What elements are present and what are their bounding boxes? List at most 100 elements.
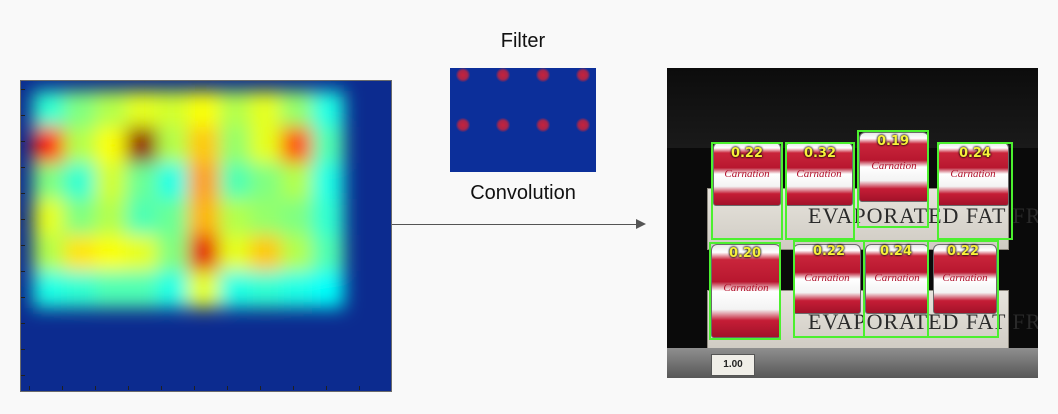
filter-dot xyxy=(496,118,510,132)
heatmap-cell xyxy=(157,271,189,308)
heatmap-cell xyxy=(281,199,313,236)
can-brand: Carnation xyxy=(796,167,842,180)
heatmap-cell xyxy=(33,163,65,200)
detection-score: 0.24 xyxy=(879,244,913,259)
heatmap-cell xyxy=(126,271,158,308)
heatmap-cell xyxy=(219,199,251,236)
can-brand: Carnation xyxy=(942,272,988,285)
detection-score: 0.32 xyxy=(803,146,837,161)
heatmap-cell xyxy=(188,91,220,128)
heatmap-cell xyxy=(64,91,96,128)
heatmap-cell xyxy=(95,235,127,272)
filter-dot xyxy=(456,118,470,132)
heatmap-cell xyxy=(188,199,220,236)
heatmap-cell xyxy=(188,235,220,272)
filter-dot xyxy=(496,68,510,82)
detection-box: 0.20 xyxy=(709,242,781,340)
heatmap-cell xyxy=(157,199,189,236)
axis-tick xyxy=(260,386,261,390)
heatmap-cell xyxy=(219,91,251,128)
detection-score: 0.22 xyxy=(946,244,980,259)
price-tag: 1.00 xyxy=(711,354,755,376)
heatmap-cell xyxy=(126,127,158,164)
axis-tick xyxy=(21,219,25,220)
axis-tick xyxy=(21,167,25,168)
heatmap-cell xyxy=(126,163,158,200)
heatmap-cell xyxy=(219,235,251,272)
heatmap-cell xyxy=(157,163,189,200)
heatmap-cell xyxy=(33,91,65,128)
heatmap-cell xyxy=(250,199,282,236)
filter-kernel xyxy=(450,68,596,172)
axis-tick xyxy=(326,386,327,390)
heatmap-cell xyxy=(33,235,65,272)
heatmap-cell xyxy=(95,91,127,128)
heatmap-cell xyxy=(126,199,158,236)
carton-top-text: EVAPORATED FAT FREE MILK xyxy=(808,203,1038,228)
detection-box: 0.24 xyxy=(863,240,929,338)
heatmap-cell xyxy=(33,271,65,308)
heatmap-cell xyxy=(64,235,96,272)
heatmap-cell xyxy=(95,127,127,164)
can: Carnation xyxy=(793,244,861,314)
axis-tick xyxy=(194,386,195,390)
heatmap-cell xyxy=(157,235,189,272)
shelf-background xyxy=(667,68,1038,148)
heatmap-cell xyxy=(312,199,344,236)
heatmap-cell xyxy=(250,163,282,200)
detection-score: 0.22 xyxy=(812,244,846,259)
can-brand: Carnation xyxy=(871,160,917,173)
heatmap-cell xyxy=(95,271,127,308)
can: Carnation xyxy=(865,244,929,314)
axis-tick xyxy=(21,193,25,194)
heatmap-cell xyxy=(281,271,313,308)
heatmap-cell xyxy=(250,235,282,272)
axis-tick xyxy=(21,89,25,90)
axis-tick xyxy=(95,386,96,390)
axis-tick xyxy=(21,271,25,272)
heatmap-cell xyxy=(219,163,251,200)
heatmap-cell xyxy=(312,163,344,200)
heatmap-cell xyxy=(188,271,220,308)
heatmap-chart xyxy=(21,81,391,391)
heatmap-cell xyxy=(312,127,344,164)
heatmap-cell xyxy=(64,199,96,236)
heatmap-cell xyxy=(126,91,158,128)
detection-score: 0.19 xyxy=(876,134,910,149)
can-brand: Carnation xyxy=(723,281,769,294)
heatmap-cell xyxy=(33,127,65,164)
heatmap-cell xyxy=(95,199,127,236)
can: Carnation xyxy=(711,244,781,338)
heatmap-cell xyxy=(64,163,96,200)
detection-box: 0.22 xyxy=(927,240,999,338)
axis-tick xyxy=(21,115,25,116)
heatmap-cell xyxy=(281,235,313,272)
heatmap-cell xyxy=(188,127,220,164)
detection-box: 0.32 xyxy=(785,142,855,240)
arrow-line xyxy=(392,224,638,225)
axis-tick xyxy=(227,386,228,390)
heatmap-cell xyxy=(157,127,189,164)
can: Carnation xyxy=(713,142,781,206)
detection-score: 0.20 xyxy=(728,246,762,261)
heatmap-cell xyxy=(157,91,189,128)
can-brand: Carnation xyxy=(874,272,920,285)
detection-score: 0.24 xyxy=(958,146,992,161)
axis-tick xyxy=(21,375,25,376)
heatmap-cell xyxy=(312,271,344,308)
detection-box: 0.19 xyxy=(857,130,929,228)
filter-title: Filter xyxy=(500,30,546,52)
axis-tick xyxy=(161,386,162,390)
axis-tick xyxy=(21,141,25,142)
axis-tick xyxy=(21,245,25,246)
heatmap-cell xyxy=(250,127,282,164)
can: Carnation xyxy=(859,132,929,202)
axis-tick xyxy=(359,386,360,390)
filter-dot xyxy=(576,118,590,132)
axis-tick xyxy=(29,386,30,390)
axis-tick xyxy=(21,323,25,324)
can: Carnation xyxy=(785,142,853,206)
axis-tick xyxy=(293,386,294,390)
filter-dot xyxy=(536,68,550,82)
can-brand: Carnation xyxy=(950,167,996,180)
